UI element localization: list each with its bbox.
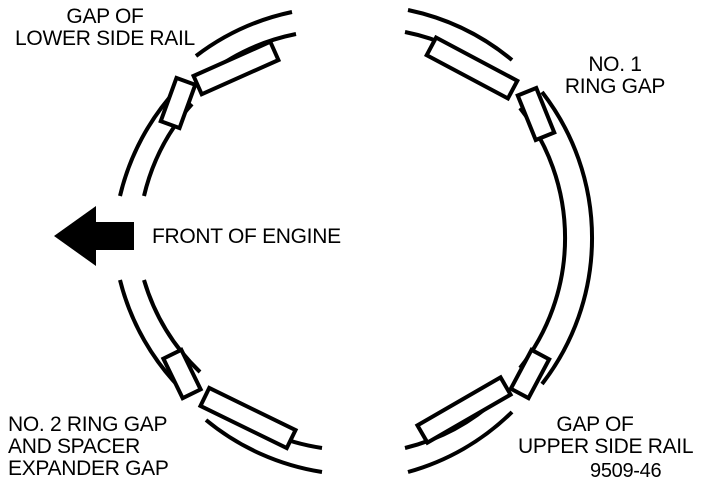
gap-marker-top-right bbox=[423, 34, 521, 102]
label-no2-ring-gap-line1: NO. 2 RING GAP bbox=[8, 413, 168, 436]
label-no1-ring-gap-line2: RING GAP bbox=[564, 75, 666, 98]
label-upper-side-rail-gap: GAP OF UPPER SIDE RAIL bbox=[518, 413, 694, 458]
ring-arc-inner-left-lower bbox=[142, 279, 202, 374]
ring-arc-inner-right bbox=[518, 106, 568, 370]
ring-arc-outer-top-left bbox=[194, 10, 293, 58]
ring-arc-outer-bottom-right bbox=[407, 410, 514, 474]
label-lower-side-rail-gap-line1: GAP OF bbox=[66, 5, 144, 28]
label-upper-side-rail-gap-line1: GAP OF bbox=[556, 413, 634, 436]
label-no2-ring-gap-line3: EXPANDER GAP bbox=[8, 457, 169, 480]
ring-arc-outer-right bbox=[540, 90, 594, 386]
gap-marker-top-left bbox=[190, 39, 282, 97]
left-arrow-icon bbox=[54, 206, 134, 266]
label-lower-side-rail-gap: GAP OF LOWER SIDE RAIL bbox=[10, 6, 200, 50]
label-no2-ring-gap-line2: AND SPACER bbox=[8, 435, 140, 458]
label-upper-side-rail-gap-line2: UPPER SIDE RAIL bbox=[518, 435, 694, 458]
label-front-of-engine: FRONT OF ENGINE bbox=[152, 225, 341, 248]
gap-marker-left-upper bbox=[158, 75, 198, 131]
gap-marker-right-lower bbox=[508, 347, 552, 401]
figure-number: 9509-46 bbox=[590, 460, 662, 482]
label-lower-side-rail-gap-line2: LOWER SIDE RAIL bbox=[15, 27, 195, 50]
ring-arc-outer-top-right bbox=[407, 8, 514, 62]
gap-marker-left-lower bbox=[160, 347, 204, 401]
label-no1-ring-gap: NO. 1 RING GAP bbox=[560, 54, 670, 98]
label-no1-ring-gap-line1: NO. 1 bbox=[588, 53, 642, 76]
label-no2-ring-gap: NO. 2 RING GAP AND SPACER EXPANDER GAP bbox=[8, 414, 169, 480]
ring-arc-outer-bottom-left bbox=[204, 418, 323, 474]
gap-marker-right-upper bbox=[515, 85, 557, 143]
gap-marker-bottom-left bbox=[197, 385, 299, 451]
gap-marker-bottom-right bbox=[414, 374, 514, 446]
